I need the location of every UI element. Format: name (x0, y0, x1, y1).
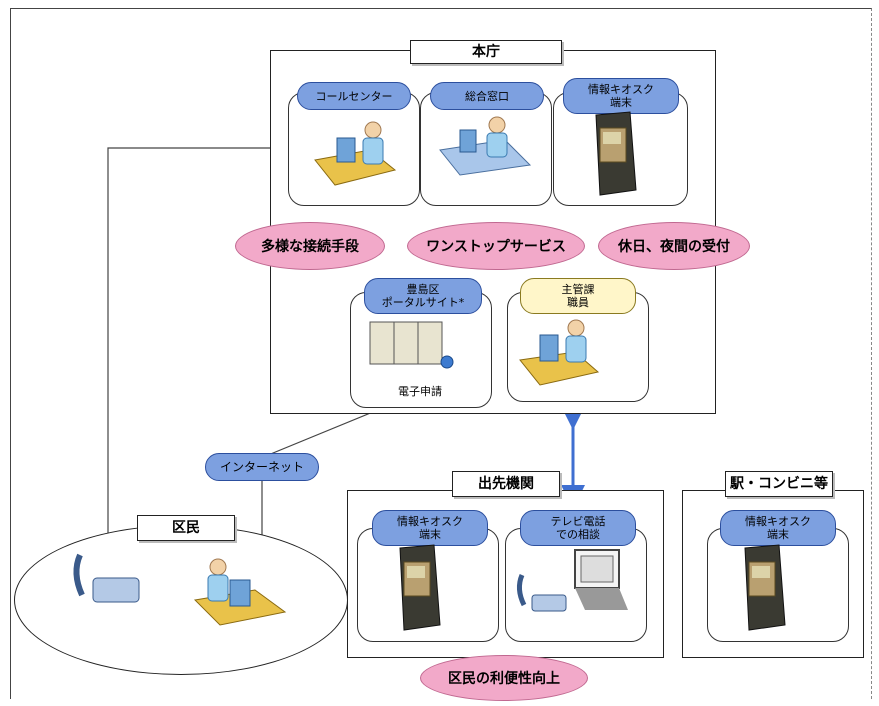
sogo-madoguchi-card (420, 92, 552, 206)
benefit-oval: 区民の利便性向上 (420, 655, 588, 701)
station-kiosk-pill: 情報キオスク 端末 (720, 510, 836, 546)
kumin-ellipse (14, 525, 348, 675)
dekisaki-title: 出先機関 (452, 471, 560, 497)
portal-pill: 豊島区 ポータルサイト* (364, 278, 482, 314)
denshi-shinsei-label: 電子申請 (398, 385, 442, 398)
internet-pill: インターネット (205, 453, 319, 481)
phone-line (107, 147, 290, 565)
call-center-pill: コールセンター (297, 82, 411, 110)
tv-pill: テレビ電話 での相談 (520, 510, 636, 546)
station-title: 駅・コンビニ等 (725, 471, 833, 497)
shukanka-pill: 主管課 職員 (520, 278, 636, 314)
internet-line-top (255, 404, 391, 461)
kiosk-honcho-pill: 情報キオスク 端末 (563, 78, 679, 114)
outer-frame (10, 8, 872, 699)
feature-oval-3: 休日、夜間の受付 (598, 222, 750, 270)
feature-oval-1: 多様な接続手段 (235, 222, 385, 270)
dekisaki-kiosk-pill: 情報キオスク 端末 (372, 510, 488, 546)
feature-oval-2: ワンストップサービス (407, 222, 585, 270)
kumin-title: 区民 (137, 515, 235, 541)
honcho-title: 本庁 (410, 40, 562, 64)
sogo-madoguchi-pill: 総合窓口 (430, 82, 544, 110)
